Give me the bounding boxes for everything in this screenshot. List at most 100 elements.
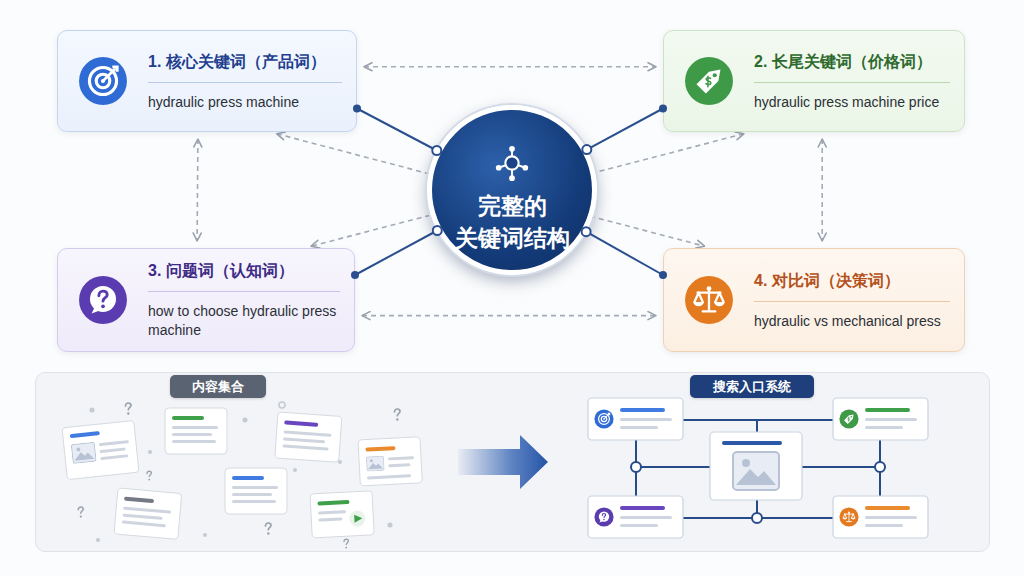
entry-system-part-part — [802, 466, 880, 468]
content-cards-part-part — [172, 440, 216, 443]
content-cards-part-part — [124, 497, 154, 504]
content-cards-part-part — [114, 488, 182, 539]
entry-system-part-part — [588, 398, 683, 440]
entry-system-part-part — [865, 408, 910, 412]
entry-system-part-part — [733, 452, 779, 490]
content-cards-part — [275, 412, 342, 462]
content-cards-part-part — [225, 468, 287, 514]
node-icon — [79, 276, 127, 324]
node-icon — [78, 56, 128, 106]
content-cards-part-part — [232, 500, 276, 503]
content-cards-part-part — [284, 430, 332, 436]
entry-system-part-part — [620, 524, 658, 527]
divider-line — [754, 82, 950, 83]
hub-connector — [586, 232, 663, 275]
divider-line — [148, 82, 342, 83]
entry-system-part-part — [865, 506, 910, 510]
content-cards-part-part — [366, 456, 384, 471]
content-cards-part-part — [165, 408, 227, 454]
box-body: hydraulic press machine — [148, 93, 342, 112]
content-cards-part — [310, 491, 374, 538]
content-cards-part-part — [367, 474, 411, 479]
content-cards-part-part — [99, 440, 129, 446]
tag-label: 内容集合 — [192, 378, 244, 396]
node-icon — [496, 146, 528, 181]
entry-system-part — [833, 496, 928, 538]
content-cards-part-part — [122, 520, 166, 527]
connector-dot — [351, 271, 359, 279]
scatter-decor-part — [388, 523, 393, 528]
dashed-connector — [364, 66, 656, 68]
keyword-box: 1. 核心关键词（产品词） hydraulic press machine — [57, 30, 357, 132]
scatter-decor-part — [279, 402, 285, 408]
hub-text-wrap: 完整的 关键词结构 — [432, 190, 592, 254]
keyword-box: 3. 问题词（认知词）how to choose hydraulic press… — [57, 248, 355, 352]
entry-system-part — [588, 496, 683, 538]
connector-dot — [432, 146, 441, 155]
content-cards-part-part — [318, 517, 342, 521]
scatter-decor-part — [293, 468, 297, 472]
node-icon — [78, 275, 128, 325]
question-marks-part — [344, 539, 348, 548]
scatter-decor-part — [148, 450, 152, 454]
content-cards-part-part — [310, 491, 374, 538]
divider-line — [754, 301, 950, 302]
flow-arrow — [458, 435, 548, 489]
content-cards-part — [114, 488, 182, 539]
box-body: hydraulic vs mechanical press — [754, 312, 950, 331]
entry-system-part-part — [620, 418, 672, 421]
entry-system-part — [833, 398, 928, 440]
content-cards-part-part — [317, 500, 349, 506]
entry-system-part — [710, 432, 802, 500]
scatter-decor-part — [203, 533, 207, 537]
content-cards-part-part — [70, 431, 100, 438]
keyword-box: 2. 长尾关键词（价格词）hydraulic press machine pri… — [663, 30, 965, 132]
content-cards-part-part — [284, 420, 318, 426]
box-heading: 1. 核心关键词（产品词） — [148, 51, 342, 73]
entry-system-part-part — [865, 524, 903, 527]
keyword-box: 4. 对比词（决策词）hydraulic vs mechanical press — [663, 248, 965, 352]
node-icon — [685, 57, 733, 105]
entry-system-part-part — [636, 466, 710, 468]
box-heading: 2. 长尾关键词（价格词） — [754, 51, 950, 73]
hub-title: 完整的 关键词结构 — [442, 190, 582, 254]
entry-system — [588, 398, 928, 538]
content-cards-part-part — [232, 476, 264, 480]
entry-system-part-part — [875, 462, 885, 472]
hub-connector — [587, 109, 663, 150]
entry-system-part-part — [594, 507, 613, 526]
box-content: 2. 长尾关键词（价格词）hydraulic press machine pri… — [754, 31, 950, 131]
question-marks-part — [78, 507, 83, 518]
hub-connector — [357, 109, 437, 151]
entry-system-part-part — [620, 426, 658, 429]
connector-dot — [659, 271, 667, 279]
question-marks-part — [147, 471, 151, 480]
box-content: 3. 问题词（认知词）how to choose hydraulic press… — [148, 249, 340, 351]
content-cards-part-part — [349, 510, 366, 527]
content-cards-part-part — [62, 420, 139, 479]
entry-system-part-part — [620, 408, 665, 412]
connector-dot — [582, 227, 591, 236]
content-cards-part — [358, 437, 422, 486]
entry-system-part-part — [620, 506, 665, 510]
content-cards-part-part — [172, 416, 204, 420]
entry-system-part-part — [594, 409, 613, 428]
content-cards-part-part — [358, 437, 422, 486]
question-marks-part — [395, 409, 401, 421]
entry-system-part-part — [752, 513, 762, 523]
entry-system-part-part — [620, 516, 672, 519]
content-cards-part-part — [283, 437, 325, 443]
box-content: 4. 对比词（决策词）hydraulic vs mechanical press — [754, 249, 950, 351]
content-cards-part-part — [232, 486, 278, 489]
node-icon — [684, 275, 734, 325]
box-heading: 3. 问题词（认知词） — [148, 260, 340, 282]
node-icon — [79, 57, 127, 105]
content-cards-part-part — [354, 514, 362, 522]
content-cards-part-part — [71, 442, 96, 463]
content-cards-part-part — [172, 433, 212, 436]
tag-label: 搜索入口系统 — [713, 378, 791, 396]
content-cards-part-part — [172, 426, 218, 429]
content-cards-part-part — [100, 447, 126, 453]
entry-system-part-part — [756, 420, 758, 432]
